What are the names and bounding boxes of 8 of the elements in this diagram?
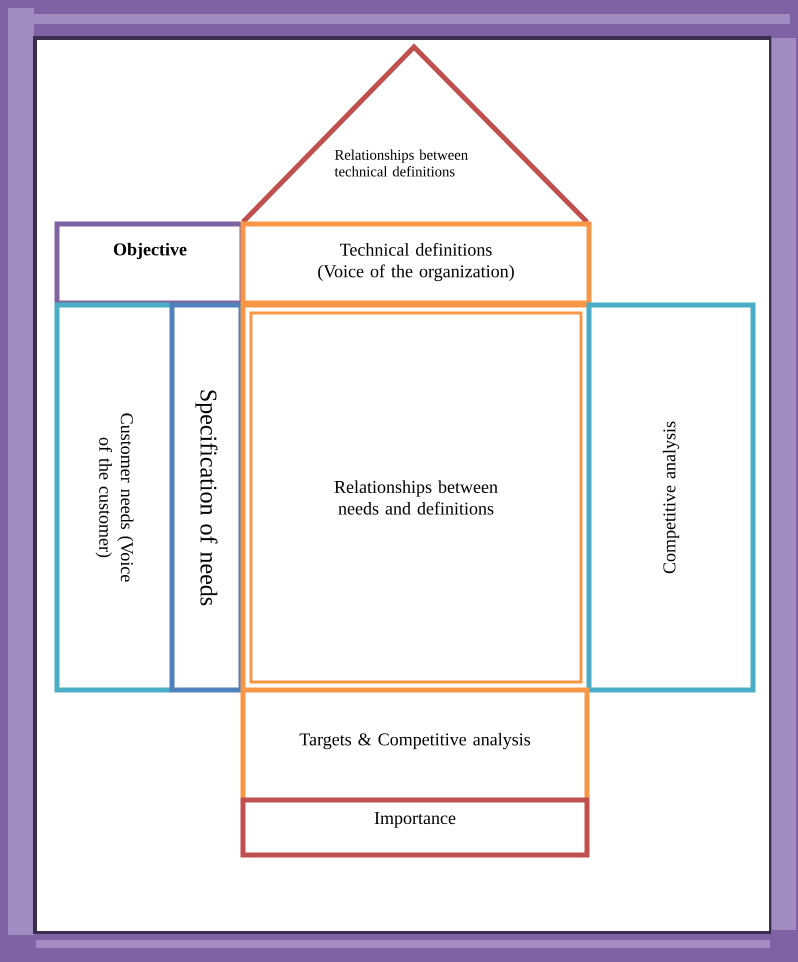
vertical-box: Customer needs (Voice of the customer): [54, 302, 174, 692]
targets-box: Targets & Competitive analysis: [240, 688, 590, 802]
matrix-box: Relationships between needs and definitions: [240, 302, 592, 692]
vertical-box: Competitive analysis: [586, 302, 756, 692]
objective-box: Objective: [54, 222, 244, 306]
header-box: Technical definitions (Voice of the organization): [240, 222, 592, 306]
vertical-box: Specification of needs: [170, 302, 244, 692]
importance-box: Importance: [240, 798, 590, 858]
